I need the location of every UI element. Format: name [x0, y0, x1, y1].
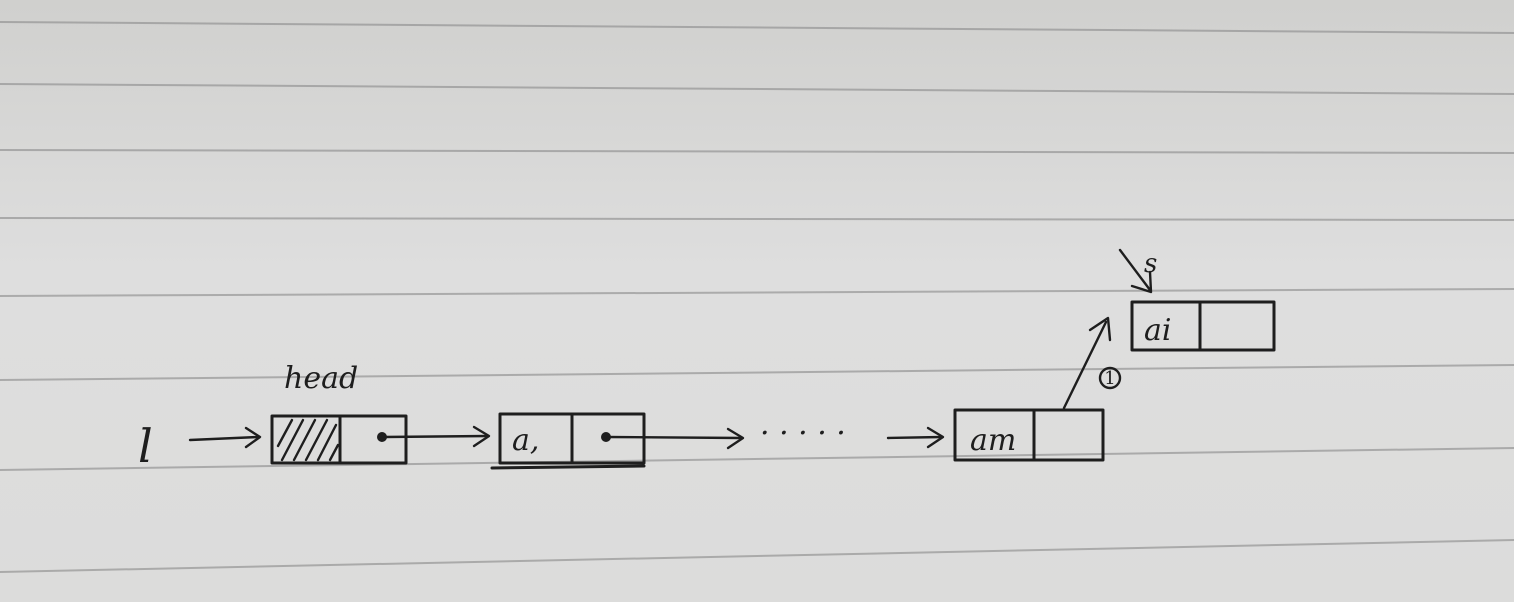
node-am: am	[953, 408, 1105, 462]
step-marker: 1	[1098, 366, 1122, 390]
ruled-lines	[0, 21, 1514, 573]
step-marker-value: 1	[1104, 368, 1115, 389]
arrow-am-to-ai	[1062, 316, 1112, 410]
ellipsis: · · · · ·	[760, 416, 846, 451]
node-am-value: am	[970, 423, 1016, 458]
head-node	[270, 414, 408, 465]
node-ai-value: ai	[1144, 313, 1171, 348]
head-hatch	[276, 418, 340, 462]
arrow-a1-to-ellipsis	[604, 427, 745, 450]
node-ai: ai	[1130, 300, 1276, 352]
arrow-s-to-ai	[1118, 248, 1153, 294]
pointer-variable-l: l	[138, 419, 153, 473]
arrow-head-to-a1	[382, 425, 491, 448]
node-a1: a,	[490, 412, 646, 470]
node-a1-value: a,	[512, 423, 539, 458]
arrow-l-to-head	[188, 426, 262, 449]
arrow-ellipsis-to-am	[886, 426, 945, 449]
head-next-dot	[377, 432, 387, 442]
head-label: head	[284, 361, 358, 396]
pointer-variable-s: s	[1144, 249, 1157, 279]
